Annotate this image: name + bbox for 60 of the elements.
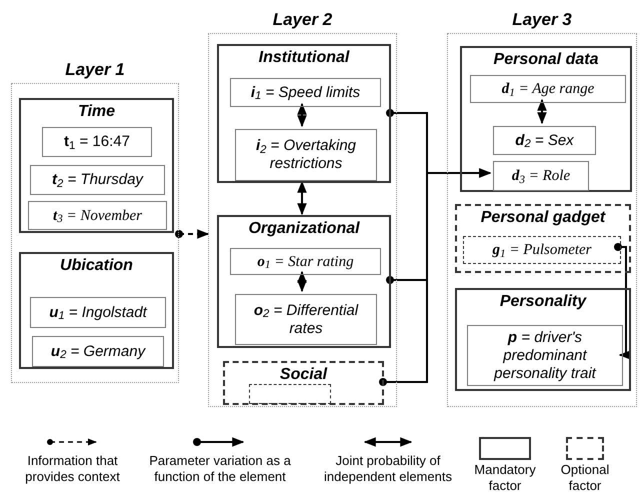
- optional-factor-box: [223, 361, 384, 405]
- factor-heading: Time: [78, 102, 116, 122]
- factor-heading: Personality: [500, 292, 586, 312]
- factor-heading: Personal gadget: [480, 208, 606, 228]
- optional-factor-box: [455, 204, 631, 273]
- element-box: [467, 325, 623, 386]
- element-label: g$_{1}$ = Pulsometer: [491, 241, 593, 259]
- connector-arrow: [537, 98, 547, 124]
- element-box: [30, 297, 166, 328]
- legend-label: Optional factor: [560, 462, 610, 494]
- factor-box: [455, 288, 631, 391]
- factor-box: [217, 215, 391, 348]
- layer-heading: Layer 1: [64, 59, 126, 81]
- legend-label: Information that provides context: [24, 453, 121, 485]
- connector-arrow: [297, 270, 307, 292]
- connector-arrow: [379, 168, 492, 386]
- element-box: [32, 336, 164, 367]
- factor-heading: Personal data: [494, 50, 598, 70]
- element-label: t$_{1}$ = 16:47: [63, 133, 131, 151]
- connector-arrow: [297, 180, 307, 216]
- element-box: [470, 75, 626, 103]
- factor-box: [217, 44, 391, 183]
- element-label: o$_{2}$ = Differential rates: [252, 302, 360, 338]
- connector-arrow: [614, 243, 631, 360]
- element-box: [230, 248, 381, 275]
- legend-label: Joint probability of independent elements: [323, 453, 453, 485]
- connector-arrow: [175, 229, 210, 239]
- element-label: t$_{2}$ = Thursday: [51, 171, 144, 189]
- element-label: u$_{1}$ = Ingolstadt: [48, 304, 148, 322]
- element-label: o$_{1}$ = Star rating: [256, 252, 355, 270]
- element-label: p = driver's predominant personality trait: [492, 328, 598, 382]
- connector-arrow: [297, 102, 307, 128]
- element-box: [30, 165, 165, 195]
- element-box: [42, 127, 152, 157]
- legend-label: Parameter variation as a function of the element: [148, 453, 292, 485]
- element-box: [235, 129, 377, 181]
- factor-heading: Institutional: [258, 48, 350, 68]
- element-label: i$_{1}$ = Speed limits: [250, 84, 362, 102]
- element-label: d$_{3}$ = Role: [510, 167, 572, 185]
- element-label: d$_{1}$ = Age range: [500, 80, 596, 98]
- element-box: [493, 126, 596, 155]
- optional-element-box: [249, 384, 331, 404]
- layer-heading: Layer 3: [511, 9, 573, 31]
- element-box: [28, 201, 167, 230]
- element-box: [235, 294, 377, 345]
- element-label: u$_{2}$ = Germany: [50, 342, 147, 360]
- factor-box: [19, 98, 174, 233]
- factor-heading: Ubication: [60, 256, 133, 276]
- factor-box: [19, 252, 174, 369]
- optional-element-box: [463, 236, 621, 264]
- element-label: i$_{2}$ = Overtaking restrictions: [254, 137, 358, 173]
- element-box: [230, 78, 381, 107]
- element-label: d$_{2}$ = Sex: [514, 132, 575, 150]
- legend-label: Mandatory factor: [473, 462, 537, 494]
- layer-heading: Layer 2: [272, 9, 334, 31]
- factor-heading: Organizational: [248, 219, 360, 239]
- factor-heading: Social: [280, 365, 328, 385]
- factor-box: [460, 46, 632, 192]
- element-label: t$_{3}$ = November: [52, 206, 144, 224]
- element-box: [493, 161, 589, 191]
